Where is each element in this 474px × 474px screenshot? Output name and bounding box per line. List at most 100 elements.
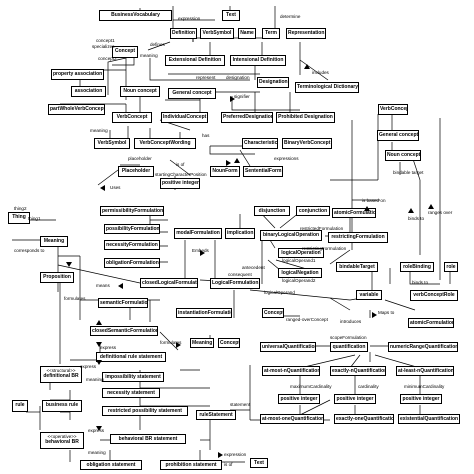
- class-representation: Representation: [286, 28, 326, 39]
- label-restricting-formulation: restrictingFormulation: [302, 246, 347, 251]
- class-restricted-possibility-statement: restricted possibility statement: [102, 406, 188, 416]
- reading-direction-up-arrow-icon: [304, 64, 310, 69]
- class-implication: implication: [225, 228, 255, 239]
- label-represent: represent: [196, 75, 216, 80]
- class-behavioral-br-statement: behavioral BR statement: [110, 434, 186, 444]
- class-necessity-statement: necessity statement: [102, 388, 160, 398]
- class-behavioral-br: <<operative>>behavioral BR: [40, 432, 84, 449]
- label-means: means: [96, 283, 110, 288]
- class-conjunction: conjunction: [296, 206, 330, 216]
- class-existential-quantification: existentialQuantification: [398, 414, 460, 424]
- reading-direction-up-arrow-icon: [96, 320, 102, 325]
- label-thing2: thing2: [14, 206, 27, 211]
- label-logical-operand1: logicalOperand1: [282, 258, 316, 263]
- class-atomic-formulation-lower: atomicFormulation: [408, 318, 454, 328]
- class-noun-form: NounForm: [210, 166, 240, 177]
- class-variable: variable: [356, 290, 382, 300]
- label-restricted-formulation: restrictedFormulation: [300, 226, 344, 231]
- class-exactly-one-quantification: exactly-oneQuantification: [334, 414, 394, 424]
- label-express: express: [100, 345, 117, 350]
- reading-direction-right-arrow-icon: [200, 250, 205, 256]
- label-expressions: expressions: [274, 156, 299, 161]
- reading-direction-left-arrow-icon: [118, 283, 123, 289]
- class-bindable-target: bindableTarget: [336, 262, 378, 272]
- reading-direction-right-arrow-icon: [372, 312, 377, 318]
- label-formulates: formulates: [64, 296, 86, 301]
- class-noun-concept-right: Noun concept: [385, 150, 421, 161]
- class-logical-operation: logicalOperation: [278, 248, 324, 258]
- reading-direction-down-arrow-icon: [96, 360, 102, 365]
- label-uses: Uses: [110, 185, 121, 190]
- class-positive-integer-c: positive integer: [400, 394, 442, 404]
- class-semantic-formulation: semanticFormulation: [98, 298, 148, 308]
- label-placeholder: placeholder: [128, 156, 152, 161]
- class-rule: rule: [12, 400, 28, 412]
- label-cardinality: cardinality: [358, 384, 379, 389]
- reading-direction-up-arrow-icon: [364, 206, 370, 211]
- class-extensional-definition: Extensional Definition: [165, 55, 225, 66]
- class-association: association: [71, 86, 106, 97]
- label-defines: defines: [150, 42, 165, 47]
- class-exactly-n-quantification: exactly-nQuantification: [330, 366, 386, 376]
- class-closed-logical-formulation: closedLogicalFormulation: [140, 278, 198, 288]
- class-verb-concept-role: verbConceptRole: [410, 290, 458, 301]
- class-obligation-formulation: obligationFormulation: [104, 258, 160, 268]
- class-binary-verb-concept: BinaryVerbConcept: [282, 138, 332, 149]
- label-has: has: [202, 133, 210, 138]
- label-expression-bottom: expression: [224, 452, 247, 457]
- reading-direction-down-arrow-icon: [66, 262, 72, 267]
- class-text-bottom: Text: [250, 458, 268, 468]
- class-verb-symbol-mid: VerbSymbol: [94, 138, 130, 149]
- class-meaning-lower: Meaning: [190, 338, 214, 348]
- label-binds-to-role: binds to: [412, 280, 429, 285]
- class-role-binding: roleBinding: [400, 262, 434, 272]
- class-part-whole-verb-concept: partWholeVerbConcept: [48, 104, 105, 115]
- reading-direction-up-arrow-icon: [428, 204, 434, 209]
- label-antecedent: antecedent: [242, 265, 265, 270]
- class-placeholder: Placeholder: [118, 166, 154, 177]
- label-corresponds-to: corresponds to: [14, 248, 45, 253]
- label-expression: expression: [178, 16, 201, 21]
- class-definitional-rule-statement: definitional rule statement: [96, 352, 166, 362]
- label-ranged-over-concept: ranged-overConcept: [286, 317, 328, 322]
- reading-direction-up-arrow-icon: [408, 208, 414, 213]
- class-at-most-n-quantification: at-most-nQuantification: [262, 366, 320, 376]
- label-binds-to: binds to: [408, 216, 425, 221]
- label-signifier: signifier: [234, 94, 250, 99]
- class-at-most-one-quantification: at-most-oneQuantification: [260, 414, 324, 424]
- class-thing: Thing: [8, 212, 30, 224]
- class-rule-statement: ruleStatement: [196, 410, 236, 420]
- label-is-of-bottom: is of: [224, 462, 233, 467]
- label-consequent: consequent: [228, 272, 252, 277]
- class-individual-concept: IndividualConcept: [161, 112, 208, 123]
- class-universal-quantification: universalQuantification: [260, 342, 316, 352]
- class-sentential-form: SententialForm: [243, 166, 283, 177]
- label-specializes: specializes: [92, 44, 115, 49]
- label-starting-character-position: startingCharacterPosition: [155, 172, 207, 177]
- reading-direction-down-arrow-icon: [96, 426, 102, 431]
- class-text: Text: [222, 10, 240, 21]
- class-instantiation-formulation: instantiationFormulation: [176, 308, 232, 318]
- class-verb-concept-right: VerbConcept: [378, 104, 408, 115]
- label-meaning-bottom: meaning: [88, 450, 106, 455]
- class-noun-concept: Noun concept: [120, 86, 160, 97]
- class-verb-concept: VerbConcept: [112, 112, 152, 123]
- class-binary-logical-operation: binaryLogicalOperation: [260, 230, 322, 241]
- label-concept1: concept1: [96, 38, 115, 43]
- class-prohibition-statement: prohibition statement: [160, 460, 222, 470]
- label-is-of: is of: [176, 162, 185, 167]
- class-modal-formulation: modalFormulation: [174, 228, 222, 239]
- class-possibility-formulation: possibilityFormulation: [104, 224, 160, 234]
- label-introduces: introduces: [340, 319, 362, 324]
- label-designation: designation: [226, 75, 250, 80]
- class-proposition: Proposition: [40, 272, 74, 283]
- label-determine: determine: [280, 14, 301, 19]
- label-meaning-left: meaning: [90, 128, 108, 133]
- label-concept2: concept2: [98, 56, 117, 61]
- reading-direction-right-arrow-icon: [226, 160, 231, 166]
- reading-direction-right-arrow-icon: [230, 96, 235, 102]
- label-is-based-on: is based on: [362, 198, 386, 203]
- class-numeric-range-quantification: numericRangeQuantification: [388, 342, 458, 352]
- class-concept-lower: Concept: [262, 308, 284, 318]
